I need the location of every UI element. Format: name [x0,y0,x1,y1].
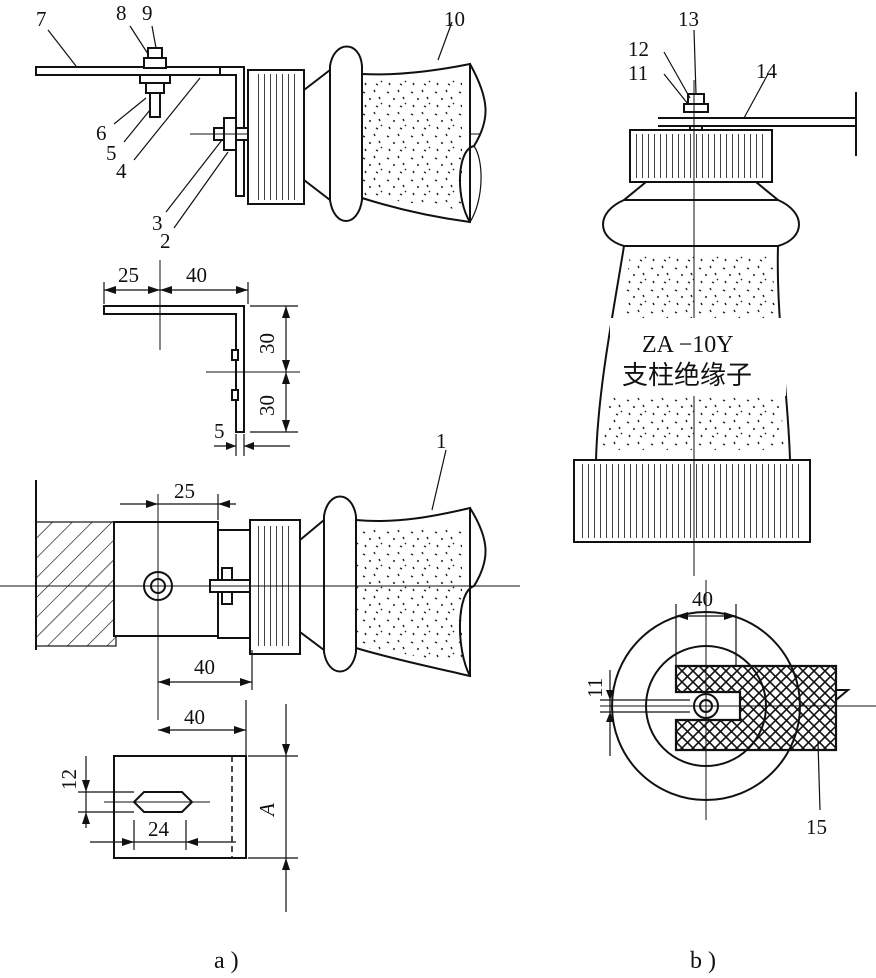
label-1: 1 [436,429,447,453]
label-9: 9 [142,1,153,25]
label-8: 8 [116,1,127,25]
dim-assembly-offset: 25 [174,479,195,503]
label-4: 4 [116,159,127,183]
dim-assembly-width: 40 [194,655,215,679]
bracket-dimension-view [103,260,300,456]
front-view-assembly [0,480,520,720]
caption-b: b ) [690,948,716,974]
label-2: 2 [160,229,171,253]
flat-bar [35,66,237,76]
insulator-name: 支柱绝缘子 [622,361,752,391]
busbar-section [674,664,838,752]
label-6: 6 [96,121,107,145]
label-10: 10 [444,7,465,31]
dim-plate-width: 40 [184,705,205,729]
insulator-front-view [573,80,857,576]
label-5: 5 [106,141,117,165]
slotted-plate-view [78,700,298,912]
dim-slot-height: 12 [57,769,81,790]
insulator-model: ZA −10Y [642,332,734,358]
dim-bracket-lower-height: 30 [255,395,279,416]
bracket-profile [103,305,245,433]
dim-bracket-top-left: 25 [118,263,139,287]
label-7: 7 [36,7,47,31]
ring-section-view [600,580,876,820]
label-3: 3 [152,211,163,235]
insulator-shed-top [329,45,363,222]
top-side-view [35,45,487,224]
dim-ring-slot: 11 [583,678,607,698]
label-15: 15 [806,815,827,839]
dim-plate-height: A [255,803,279,818]
dim-ring-width: 40 [692,587,713,611]
dim-bracket-thickness: 5 [214,419,225,443]
leader-lines [47,21,821,811]
angle-bracket [219,66,245,197]
label-13: 13 [678,7,699,31]
dim-slot-length: 24 [148,817,170,841]
caption-a: a ) [214,948,239,974]
insulator-shed-right [602,199,800,247]
bolt [149,92,161,118]
mounting-wall-hatch [35,521,117,647]
label-14: 14 [756,59,778,83]
label-12: 12 [628,37,649,61]
dim-bracket-top-right: 40 [186,263,207,287]
label-11: 11 [628,61,648,85]
dim-bracket-upper-height: 30 [255,333,279,354]
